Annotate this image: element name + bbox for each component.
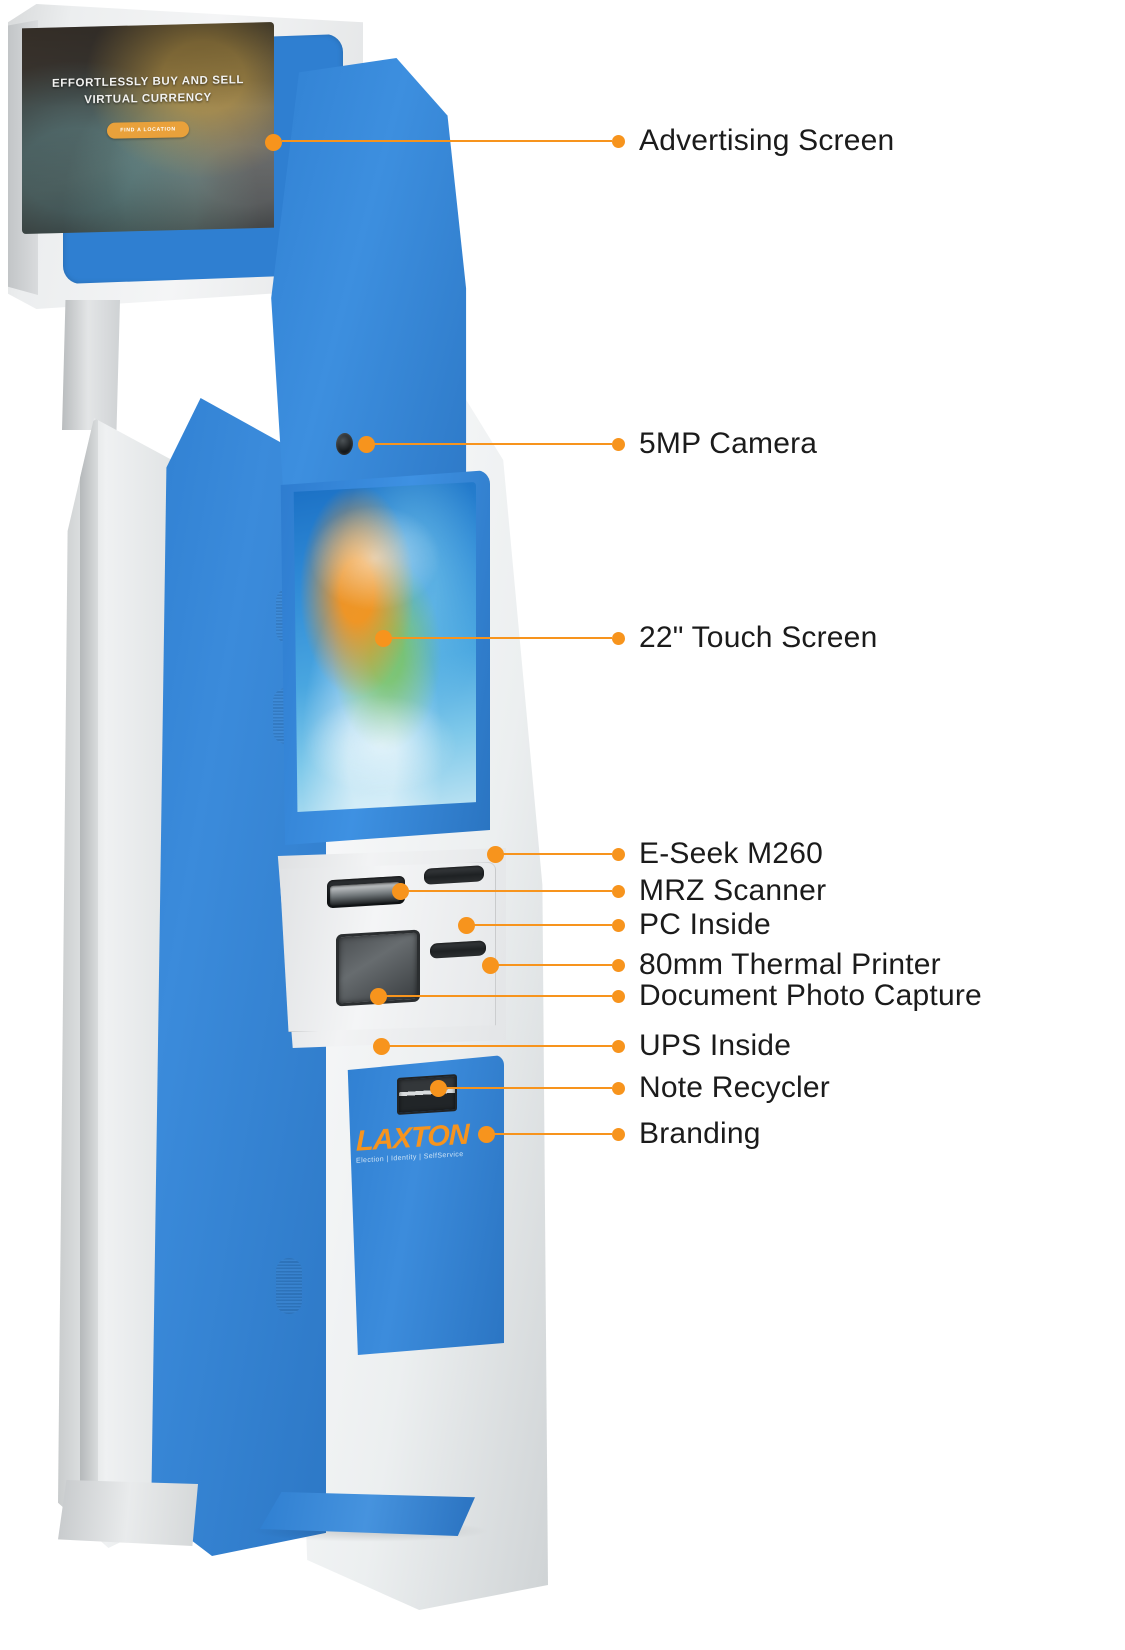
callout-label-mrz-scanner: MRZ Scanner [639,874,827,907]
callout-dot [612,989,625,1003]
callout-leader-line [500,853,612,855]
anchor-dot-mrz-scanner [392,883,409,900]
callout-dot [612,918,625,932]
callout-leader-line [282,140,612,142]
callout-leader-line [383,995,612,997]
speaker-grille-icon [276,1258,302,1314]
kiosk-base-foot [260,1492,475,1536]
callout-dot [612,1039,625,1053]
callout-label-branding: Branding [639,1117,761,1150]
touch-screen-wallpaper-swoosh [296,690,466,800]
callout-dot [612,437,625,451]
callout-label-document-capture: Document Photo Capture [639,979,982,1012]
anchor-dot-note-recycler [430,1080,447,1097]
display-mast [62,300,120,430]
anchor-dot-thermal-printer [482,957,499,974]
callout-label-advertising-screen: Advertising Screen [639,124,895,157]
callout-dot [612,884,625,898]
anchor-dot-e-seek [487,846,504,863]
anchor-dot-ups-inside [373,1038,390,1055]
callout-label-camera: 5MP Camera [639,427,818,460]
callout-leader-line [405,890,612,892]
callout-label-pc-inside: PC Inside [639,908,771,941]
callout-label-ups-inside: UPS Inside [639,1029,792,1062]
callout-dot [612,958,625,972]
find-a-location-button[interactable]: FIND A LOCATION [107,121,189,139]
callout-label-note-recycler: Note Recycler [639,1071,830,1104]
callout-label-thermal-printer: 80mm Thermal Printer [639,948,941,981]
callout-dot [612,631,625,645]
callout-leader-line [471,924,612,926]
ad-screen-content: EFFORTLESSLY BUY AND SELL VIRTUAL CURREN… [22,72,274,141]
callout-dot [612,1081,625,1095]
anchor-dot-camera [358,436,375,453]
note-recycler-slot[interactable] [397,1074,457,1115]
callout-leader-line [390,637,612,639]
callout-leader-line [386,1045,612,1047]
callout-dot [612,134,625,148]
anchor-dot-document-capture [370,988,387,1005]
kiosk-base-left [58,1480,198,1546]
callout-dot [612,1127,625,1141]
mrz-scanner-slot[interactable] [330,881,400,907]
callout-dot [612,847,625,861]
advertising-display-head: EFFORTLESSLY BUY AND SELL VIRTUAL CURREN… [8,4,368,314]
kiosk-left-panel-seam [80,418,98,1546]
callout-leader-line [443,1087,612,1089]
callout-label-e-seek: E-Seek M260 [639,837,823,870]
anchor-dot-touch-screen [375,630,392,647]
anchor-dot-advertising-screen [265,134,282,151]
callout-leader-line [372,443,612,445]
anchor-dot-branding [478,1126,495,1143]
callout-leader-line [491,1133,612,1135]
touch-screen-wallpaper-swoosh [300,498,450,618]
callout-label-touch-screen: 22" Touch Screen [639,621,878,654]
advertising-screen[interactable]: EFFORTLESSLY BUY AND SELL VIRTUAL CURREN… [22,22,274,234]
callout-leader-line [495,964,612,966]
ad-headline: EFFORTLESSLY BUY AND SELL VIRTUAL CURREN… [52,74,244,107]
kiosk-head-blue-panel [271,58,467,538]
anchor-dot-pc-inside [458,917,475,934]
